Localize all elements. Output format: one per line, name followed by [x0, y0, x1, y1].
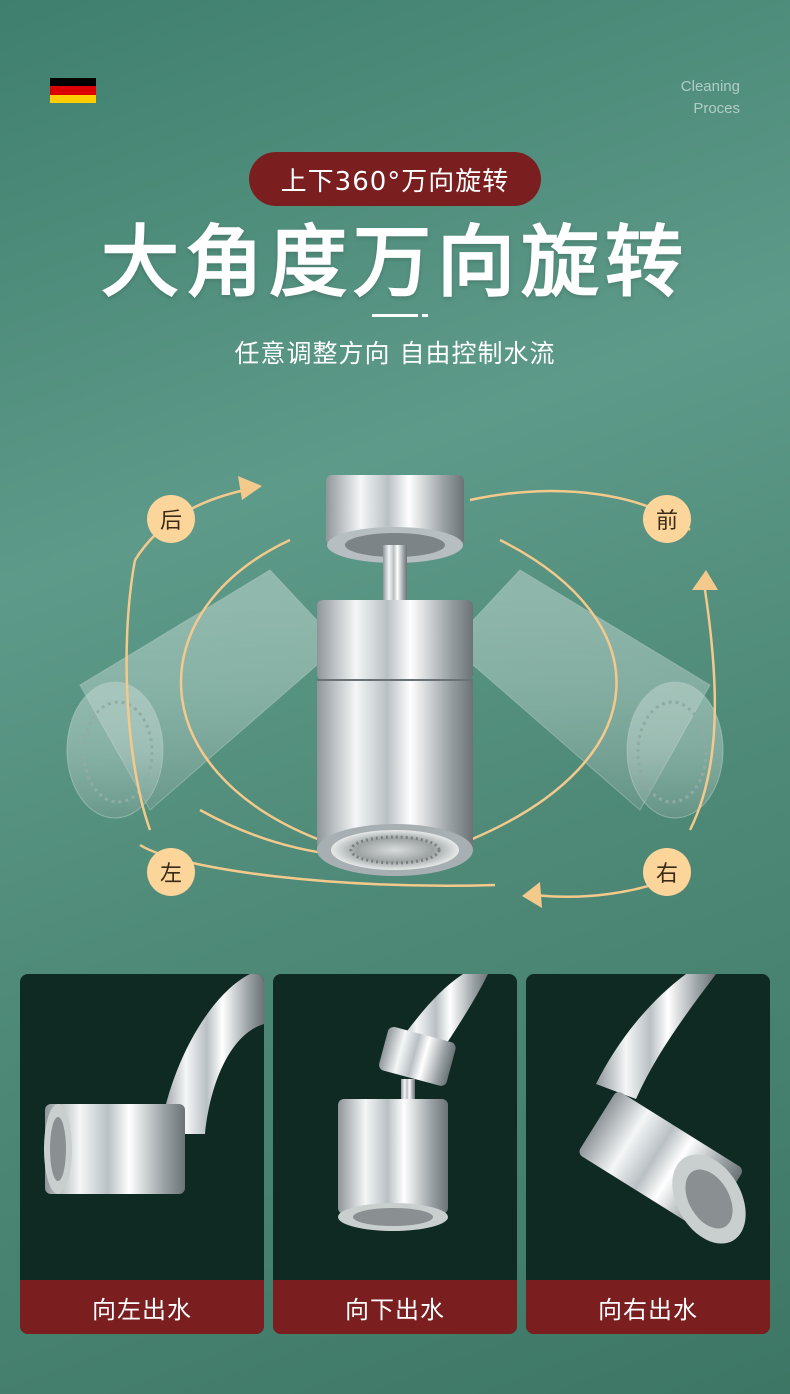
down-flow-faucet-image — [338, 974, 488, 1231]
panel-caption: 向下出水 — [273, 1280, 517, 1334]
process-label: Cleaning Proces — [681, 76, 740, 120]
title-divider — [372, 314, 418, 317]
arrow-heads — [238, 476, 718, 908]
page-subtitle: 任意调整方向 自由控制水流 — [234, 339, 556, 368]
direction-badge-right: 右 — [643, 848, 691, 896]
left-flow-faucet-image — [44, 974, 264, 1194]
direction-badge-back: 后 — [147, 495, 195, 543]
panel-caption: 向左出水 — [20, 1280, 264, 1334]
direction-badge-front: 前 — [643, 495, 691, 543]
panel-down-flow: 向下出水 — [273, 974, 517, 1334]
process-line-1: Cleaning — [680, 78, 740, 95]
ghost-left-aerator — [66, 569, 341, 819]
panel-caption: 向右出水 — [526, 1280, 770, 1334]
direction-badge-left: 左 — [147, 848, 195, 896]
rotation-pill: 上下360°万向旋转 — [249, 152, 541, 206]
panel-right-flow: 向右出水 — [526, 974, 770, 1334]
title-divider-dot — [422, 314, 428, 317]
germany-flag-icon — [50, 78, 96, 103]
right-flow-faucet-image — [579, 974, 746, 1244]
ghost-right-aerator — [449, 569, 724, 819]
process-line-2: Proces — [693, 100, 740, 117]
center-aerator — [317, 475, 473, 876]
panel-left-flow: 向左出水 — [20, 974, 264, 1334]
page-title: 大角度万向旋转 — [100, 218, 689, 308]
